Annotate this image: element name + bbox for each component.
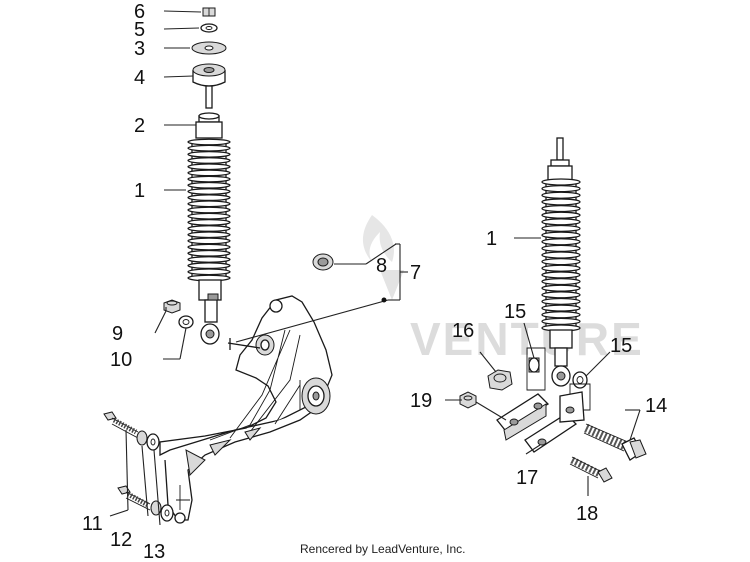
bushing-15-left-part — [528, 357, 540, 373]
callout-14: 14 — [645, 395, 667, 417]
callout-15-right: 15 — [610, 335, 632, 357]
bushing-15-right-part — [572, 371, 588, 389]
shock-absorber-right — [541, 178, 581, 332]
nut-part — [202, 7, 216, 17]
callout-1-left: 1 — [134, 180, 145, 202]
callout-labels: 6 5 3 4 2 1 8 7 9 10 1 15 16 15 19 14 17… — [82, 1, 667, 562]
washer-10-part — [178, 315, 194, 329]
callout-4: 4 — [134, 67, 145, 89]
callout-1-right: 1 — [486, 228, 497, 250]
shock-top-cap — [195, 112, 223, 139]
nut-19-part — [459, 391, 477, 409]
rubber-bushing-part — [192, 63, 226, 87]
bushing-8-part — [312, 253, 334, 271]
engine-swingarm-bracket — [159, 295, 333, 524]
watermark-text: VENTURE — [410, 313, 644, 365]
callout-7: 7 — [410, 262, 421, 284]
callout-5: 5 — [134, 19, 145, 41]
shock-right-top — [547, 137, 573, 181]
washer-part — [191, 41, 227, 55]
callout-16: 16 — [452, 320, 474, 342]
nut-16-part — [487, 369, 513, 391]
leadventure-watermark: VENTURE — [362, 215, 644, 365]
nut-9-part — [163, 299, 181, 314]
shock-absorber-left — [187, 138, 231, 282]
shock-lower-body — [198, 279, 222, 345]
lock-washer-part — [200, 23, 218, 33]
leader-lines — [109, 10, 641, 526]
callout-19: 19 — [410, 390, 432, 412]
callout-11: 11 — [82, 513, 103, 535]
shock-right-lower — [549, 329, 573, 387]
callout-9: 9 — [112, 323, 123, 345]
callout-12: 12 — [110, 529, 132, 551]
callout-2: 2 — [134, 115, 145, 137]
callout-10: 10 — [110, 349, 132, 371]
shock-rod — [205, 85, 213, 109]
callout-15-left: 15 — [504, 301, 526, 323]
callout-18: 18 — [576, 503, 598, 525]
bolt-11-part — [103, 411, 139, 439]
bolt-18-part — [569, 456, 613, 483]
callout-17: 17 — [516, 467, 538, 489]
callout-3: 3 — [134, 38, 145, 60]
callout-13: 13 — [143, 541, 165, 562]
bushing-15-bracket — [526, 347, 546, 391]
callout-8: 8 — [376, 255, 387, 277]
callout-6: 6 — [134, 1, 145, 23]
mount-plate-17-part — [496, 391, 585, 453]
washer-13-part — [146, 433, 174, 522]
bolt-14-part — [583, 423, 647, 461]
render-credit: Rencered by LeadVenture, Inc. — [300, 542, 465, 556]
